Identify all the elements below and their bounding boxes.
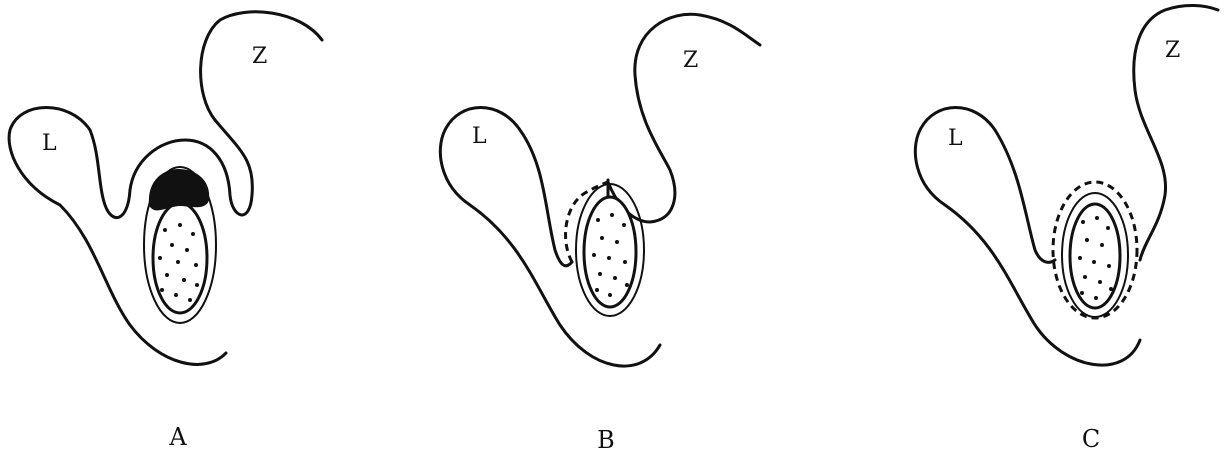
panel-a-caption: A bbox=[168, 423, 187, 451]
panel-b-seed-inner-coat bbox=[584, 197, 636, 307]
panel-b-caption: B bbox=[597, 426, 615, 453]
panel-c-left-label: L bbox=[948, 126, 963, 151]
panel-b-left-label: L bbox=[472, 124, 487, 149]
panel-c: L Z C bbox=[915, 5, 1218, 453]
panel-c-right-label: Z bbox=[1165, 38, 1180, 63]
panel-a-dark-cap bbox=[150, 170, 208, 209]
panel-b-outline-right bbox=[608, 14, 760, 222]
panel-c-caption: C bbox=[1082, 425, 1100, 453]
panel-a: L Z A bbox=[9, 12, 322, 451]
panel-c-seed-inner-coat bbox=[1070, 204, 1120, 308]
panel-a-right-label: Z bbox=[252, 44, 267, 69]
panel-a-left-label: L bbox=[42, 131, 57, 156]
panel-b-right-label: Z bbox=[683, 48, 698, 73]
panel-b: L Z B bbox=[440, 14, 760, 453]
